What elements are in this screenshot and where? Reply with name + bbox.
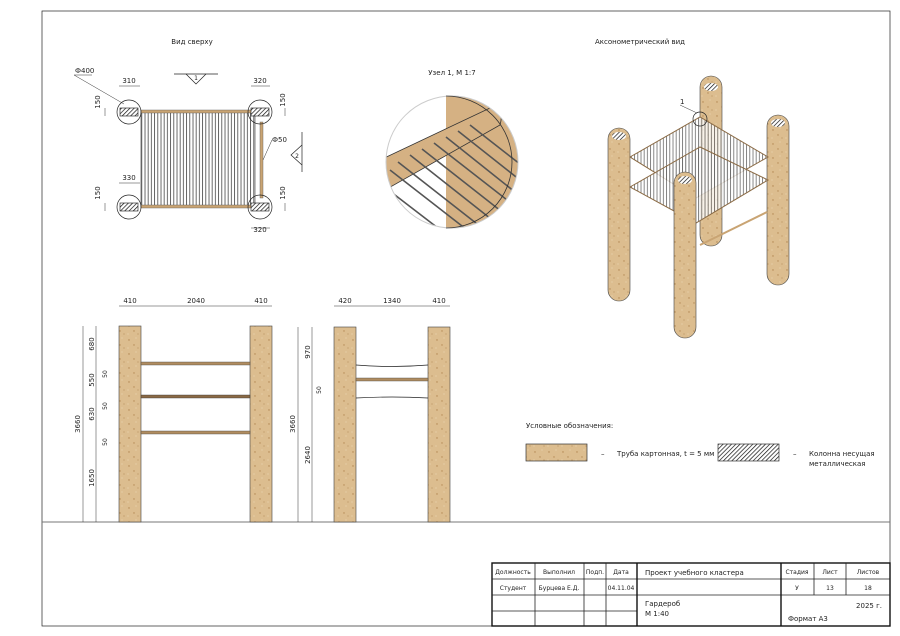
side-column-right [427, 326, 451, 523]
side-dim-total: 3660 [289, 415, 297, 433]
tb-year: 2025 г. [856, 602, 882, 610]
side-dim-top-0: 420 [338, 297, 351, 305]
legend: Условные обозначения: – Труба картонная,… [525, 422, 875, 468]
section-mark-2: 2 [290, 132, 303, 172]
bar-tube [259, 121, 264, 199]
tb-date: 04.11.04 [608, 585, 635, 592]
tb-sheets: 18 [864, 585, 872, 592]
dim-column-diameter: Ф400 [75, 67, 94, 75]
dim-w-br: 320 [253, 226, 266, 234]
dim-w-tr: 320 [253, 77, 266, 85]
side-dim-shelf: 50 [316, 386, 323, 394]
tb-drawing-name: Гардероб [645, 600, 680, 608]
front-dim-shelf-1: 50 [102, 402, 109, 410]
front-column-right [249, 325, 273, 523]
side-dim-seg-1: 2640 [304, 446, 312, 464]
legend-dash-2: – [793, 450, 797, 458]
tb-header-sign: Подп. [586, 569, 604, 576]
axo-column-front [673, 171, 697, 339]
side-elevation: 420 1340 410 3660 970 2640 50 [289, 297, 451, 523]
axo-node-label: 1 [680, 98, 684, 106]
svg-text:1: 1 [194, 75, 198, 82]
front-shelf-2 [140, 394, 251, 399]
legend-item-cardboard: Труба картонная, t = 5 мм [616, 450, 714, 458]
tb-position: Студент [500, 585, 527, 592]
column-plan-tl [116, 99, 142, 125]
front-dim-seg-3: 1650 [88, 469, 96, 487]
shelf-tube-top [140, 109, 256, 114]
front-shelf-3 [140, 430, 251, 435]
front-dim-top-1: 2040 [187, 297, 205, 305]
tb-header-stage: Стадия [785, 569, 808, 576]
axo-column-right [766, 114, 790, 286]
column-plan-bl [116, 194, 142, 220]
side-dim-top-1: 1340 [383, 297, 401, 305]
shelf-slats [140, 111, 256, 208]
top-view-title: Вид сверху [171, 38, 212, 46]
detail-node-1: Узел 1, М 1:7 [385, 69, 519, 229]
dim-h-bl: 150 [94, 186, 102, 199]
dim-w-tl: 310 [122, 77, 135, 85]
front-dim-seg-1: 550 [88, 373, 96, 386]
axo-column-left [607, 127, 631, 302]
legend-dash-1: – [601, 450, 605, 458]
front-dim-shelf-2: 50 [102, 438, 109, 446]
dim-bar-diameter: Ф50 [272, 136, 287, 144]
axo-column-section [704, 83, 718, 91]
front-dim-top-2: 410 [254, 297, 267, 305]
front-dim-total: 3660 [74, 415, 82, 433]
svg-text:2: 2 [295, 153, 299, 160]
tb-scale: М 1:40 [645, 610, 669, 618]
section-mark-1: 1 [174, 73, 218, 85]
tb-author: Бурцева Е.Д. [539, 585, 580, 592]
front-dim-top-0: 410 [123, 297, 136, 305]
front-column-left [118, 325, 142, 523]
tb-sheet: 13 [826, 585, 834, 592]
dim-h-tl: 150 [94, 95, 102, 108]
column-plan-tr [247, 99, 273, 125]
axo-node-circle [692, 111, 708, 127]
axo-title: Аксонометрический вид [595, 38, 685, 46]
tb-header-position: Должность [495, 569, 531, 576]
side-dim-seg-0: 970 [304, 345, 312, 358]
side-bar-bottom [355, 396, 429, 399]
side-bar-top [355, 364, 429, 367]
column-plan-br [247, 194, 273, 220]
side-dim-top-2: 410 [432, 297, 445, 305]
tb-format: Формат А3 [788, 615, 828, 623]
axo-bar [699, 211, 768, 246]
sheet-frame [41, 10, 891, 627]
front-dim-seg-0: 680 [88, 337, 96, 350]
title-block: Должность Выполнил Подп. Дата Проект уче… [491, 562, 891, 627]
tb-project: Проект учебного кластера [645, 569, 744, 577]
legend-title: Условные обозначения: [526, 422, 613, 430]
dim-h-tr: 150 [279, 93, 287, 106]
legend-swatch-cardboard [525, 443, 588, 462]
side-shelf [355, 377, 429, 382]
front-shelf-1 [140, 361, 251, 366]
tb-header-done: Выполнил [543, 569, 575, 576]
front-elevation: 410 2040 410 3660 680 550 630 1650 50 50… [74, 297, 273, 523]
side-column-left [333, 326, 357, 523]
legend-swatch-metal [717, 443, 780, 462]
legend-item-metal-2: металлическая [809, 460, 865, 468]
tb-header-sheets: Листов [857, 569, 880, 576]
shelf-tube-bottom [140, 204, 256, 209]
detail-title: Узел 1, М 1:7 [428, 69, 475, 77]
top-view: Вид сверху 1 2 Ф400 Ф50 310 320 330 320 … [73, 38, 303, 234]
legend-item-metal-1: Колонна несущая [809, 450, 875, 458]
axonometric-view: Аксонометрический вид 1 [595, 38, 790, 339]
tb-stage: У [795, 585, 799, 592]
tb-header-sheet: Лист [822, 569, 838, 576]
dim-h-br: 150 [279, 186, 287, 199]
front-dim-shelf-0: 50 [102, 370, 109, 378]
tb-header-date: Дата [613, 569, 629, 576]
dim-w-bl: 330 [122, 174, 135, 182]
front-dim-seg-2: 630 [88, 407, 96, 420]
